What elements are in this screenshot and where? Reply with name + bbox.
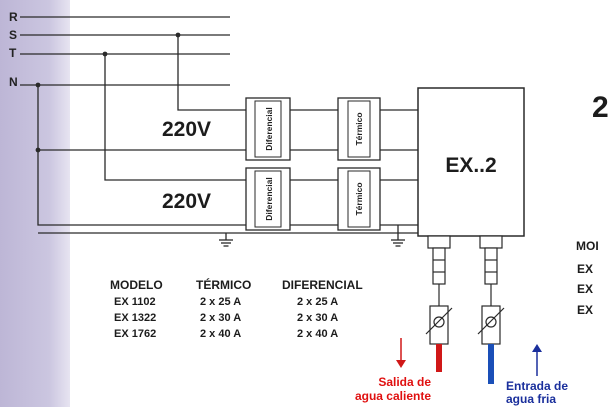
hot-water-pipe xyxy=(436,344,442,372)
table-cell: 2 x 40 A xyxy=(297,328,338,340)
cold-water-pipe xyxy=(488,344,494,384)
cold-water-label-line1: Entrada de xyxy=(506,379,568,393)
phase-label-n: N xyxy=(9,75,18,89)
partial-row-3: EX xyxy=(577,303,593,317)
hot-water-label-line1: Salida de xyxy=(378,375,431,389)
wires xyxy=(20,16,418,240)
diferencial-box-bottom: Diferencial xyxy=(245,167,291,231)
ground-symbol-left xyxy=(219,239,233,247)
partial-row-2: EX xyxy=(577,282,593,296)
table-cell: EX 1322 xyxy=(114,312,156,324)
table-cell: 2 x 30 A xyxy=(297,312,338,324)
termico-label-bottom: Térmico xyxy=(354,182,364,215)
phase-label-t: T xyxy=(9,46,17,60)
water-heater-label: EX..2 xyxy=(445,154,496,177)
termico-box-bottom: Térmico xyxy=(337,167,381,231)
table-cell: 2 x 30 A xyxy=(200,312,241,324)
partial-big-digit: 2 xyxy=(592,91,609,124)
cold-water-arrow xyxy=(532,344,542,376)
table-cell: EX 1762 xyxy=(114,328,156,340)
table-cell: EX 1102 xyxy=(114,296,156,308)
voltage-label-bottom: 220V xyxy=(162,190,211,213)
partial-table-header: MOI xyxy=(576,239,599,253)
termico-box-top: Térmico xyxy=(337,97,381,161)
termico-label-top: Térmico xyxy=(354,112,364,145)
phase-label-s: S xyxy=(9,28,17,42)
table-header-diferencial: DIFERENCIAL xyxy=(282,278,363,292)
hot-water-label-line2: agua caliente xyxy=(355,389,431,403)
table-header-termico: TÉRMICO xyxy=(196,277,251,292)
table-cell: 2 x 25 A xyxy=(297,296,338,308)
table-header-modelo: MODELO xyxy=(110,278,163,292)
drop-s xyxy=(177,35,246,111)
diferencial-label-top: Diferencial xyxy=(264,107,274,150)
drop-t xyxy=(104,54,246,181)
drop-n-lower xyxy=(37,150,246,226)
junction-dots xyxy=(35,32,181,153)
water-heater-box xyxy=(417,87,525,237)
model-table: MODELO TÉRMICO DIFERENCIAL EX 1102 2 x 2… xyxy=(110,277,363,340)
voltage-label-top: 220V xyxy=(162,118,211,141)
phase-label-r: R xyxy=(9,10,18,24)
diferencial-label-bottom: Diferencial xyxy=(264,177,274,220)
supply-panel xyxy=(0,0,70,407)
table-cell: 2 x 25 A xyxy=(200,296,241,308)
cold-water-label-line2: agua fria xyxy=(506,392,556,406)
pipe-fittings xyxy=(425,235,505,345)
partial-row-1: EX xyxy=(577,262,593,276)
hot-water-arrow xyxy=(396,338,406,368)
diferencial-box-top: Diferencial xyxy=(245,97,291,161)
table-cell: 2 x 40 A xyxy=(200,328,241,340)
ground-symbol-right xyxy=(391,239,405,247)
